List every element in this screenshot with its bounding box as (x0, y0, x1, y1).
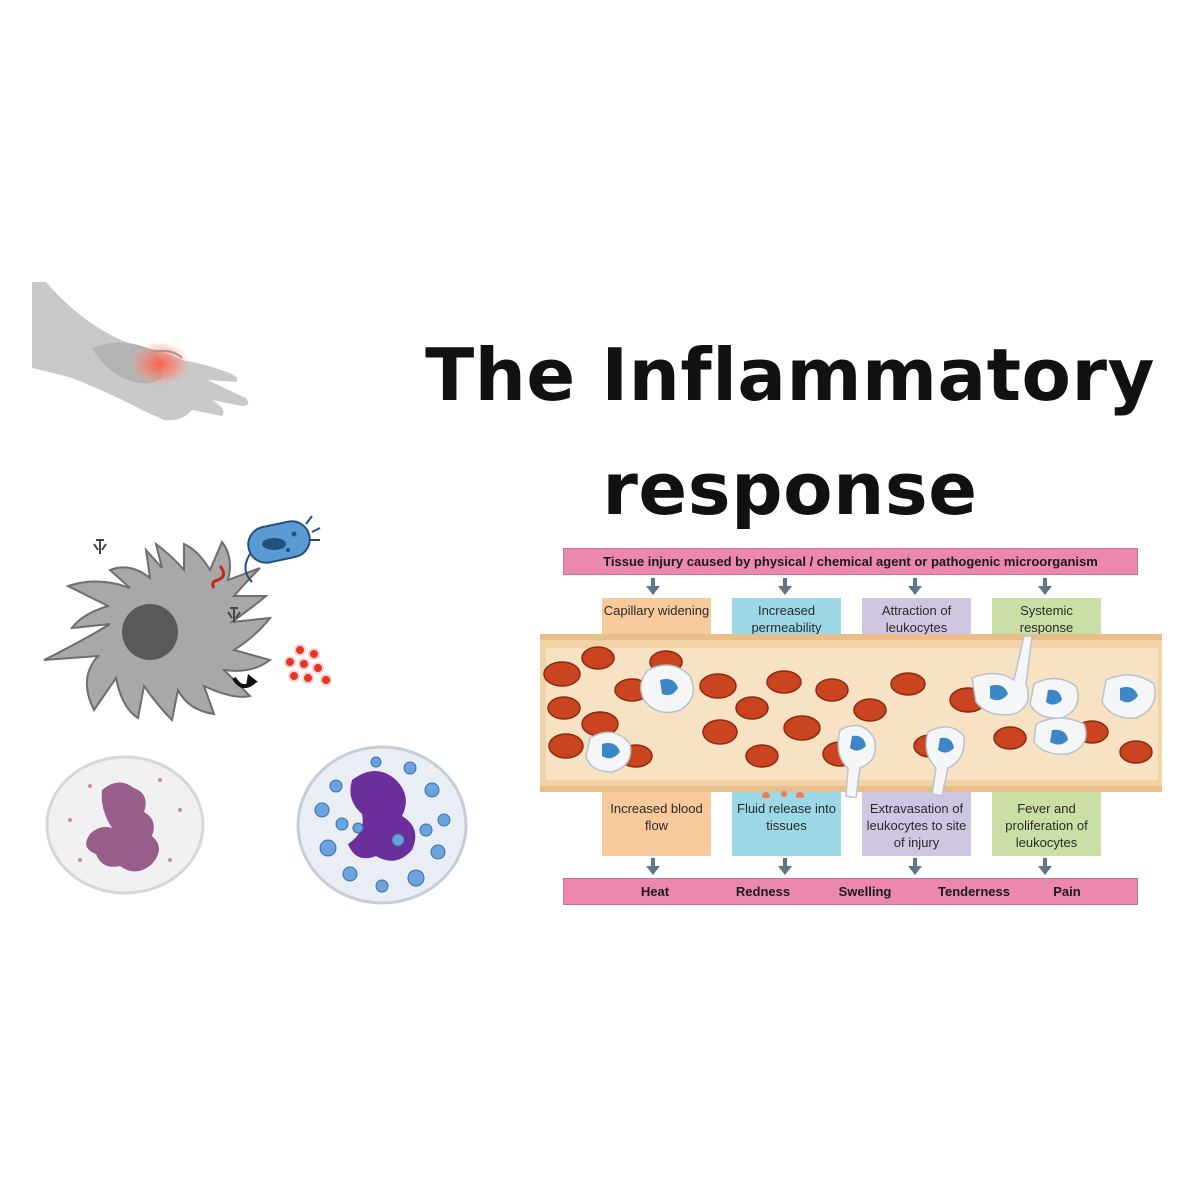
bottom-banner: Heat Redness Swelling Tenderness Pain (563, 878, 1138, 905)
antibody-icon (93, 539, 241, 622)
column-bottom-label: Extravasation of leukocytes to site of i… (866, 801, 967, 850)
column-bottom-label: Fluid release into tissues (737, 801, 836, 833)
top-banner: Tissue injury caused by physical / chemi… (563, 548, 1138, 575)
symptom-heat: Heat (640, 884, 670, 899)
arrow-down-icon (908, 858, 922, 875)
inflamed-wrist-illustration (32, 282, 249, 421)
receptor-hook-icon (211, 565, 225, 589)
column-top-label: Systemic response (1019, 603, 1074, 635)
title-line-2: response (602, 447, 978, 531)
title-line-1: The Inflammatory (425, 333, 1155, 417)
bacterium-icon (244, 515, 321, 583)
column-top-label: Attraction of leukocytes (881, 603, 952, 635)
arrow-down-icon (646, 578, 660, 595)
column-top-label: Capillary widening (603, 603, 710, 618)
arrow-down-icon (1038, 578, 1052, 595)
neutrophil-illustration (45, 755, 205, 895)
fluid-droplets (762, 791, 804, 798)
cytokine-dots-icon (284, 644, 332, 686)
slide-title: The Inflammatory response (400, 318, 1180, 546)
column-bottom-label: Increased blood flow (610, 801, 703, 833)
arrow-down-icon (1038, 858, 1052, 875)
symptom-swelling: Swelling (838, 884, 892, 899)
eosinophil-illustration (296, 745, 468, 905)
dendritic-cell-illustration (43, 515, 332, 723)
symptom-tenderness: Tenderness (937, 884, 1010, 899)
arrow-down-icon (646, 858, 660, 875)
arrow-down-icon (778, 858, 792, 875)
column-bottom-label: Fever and proliferation of leukocytes (1005, 801, 1088, 850)
column-top-label: Increased permeability (751, 603, 822, 635)
blood-vessel (540, 634, 1162, 798)
symptom-pain: Pain (1053, 884, 1081, 899)
symptom-redness: Redness (735, 884, 791, 899)
arrow-down-icon (778, 578, 792, 595)
arrow-down-icon (908, 578, 922, 595)
leukocytes (585, 635, 1156, 798)
cell-nucleus (122, 604, 178, 660)
inflammation-diagram: Tissue injury caused by physical / chemi… (540, 548, 1162, 910)
flow-arrows (646, 578, 1052, 875)
